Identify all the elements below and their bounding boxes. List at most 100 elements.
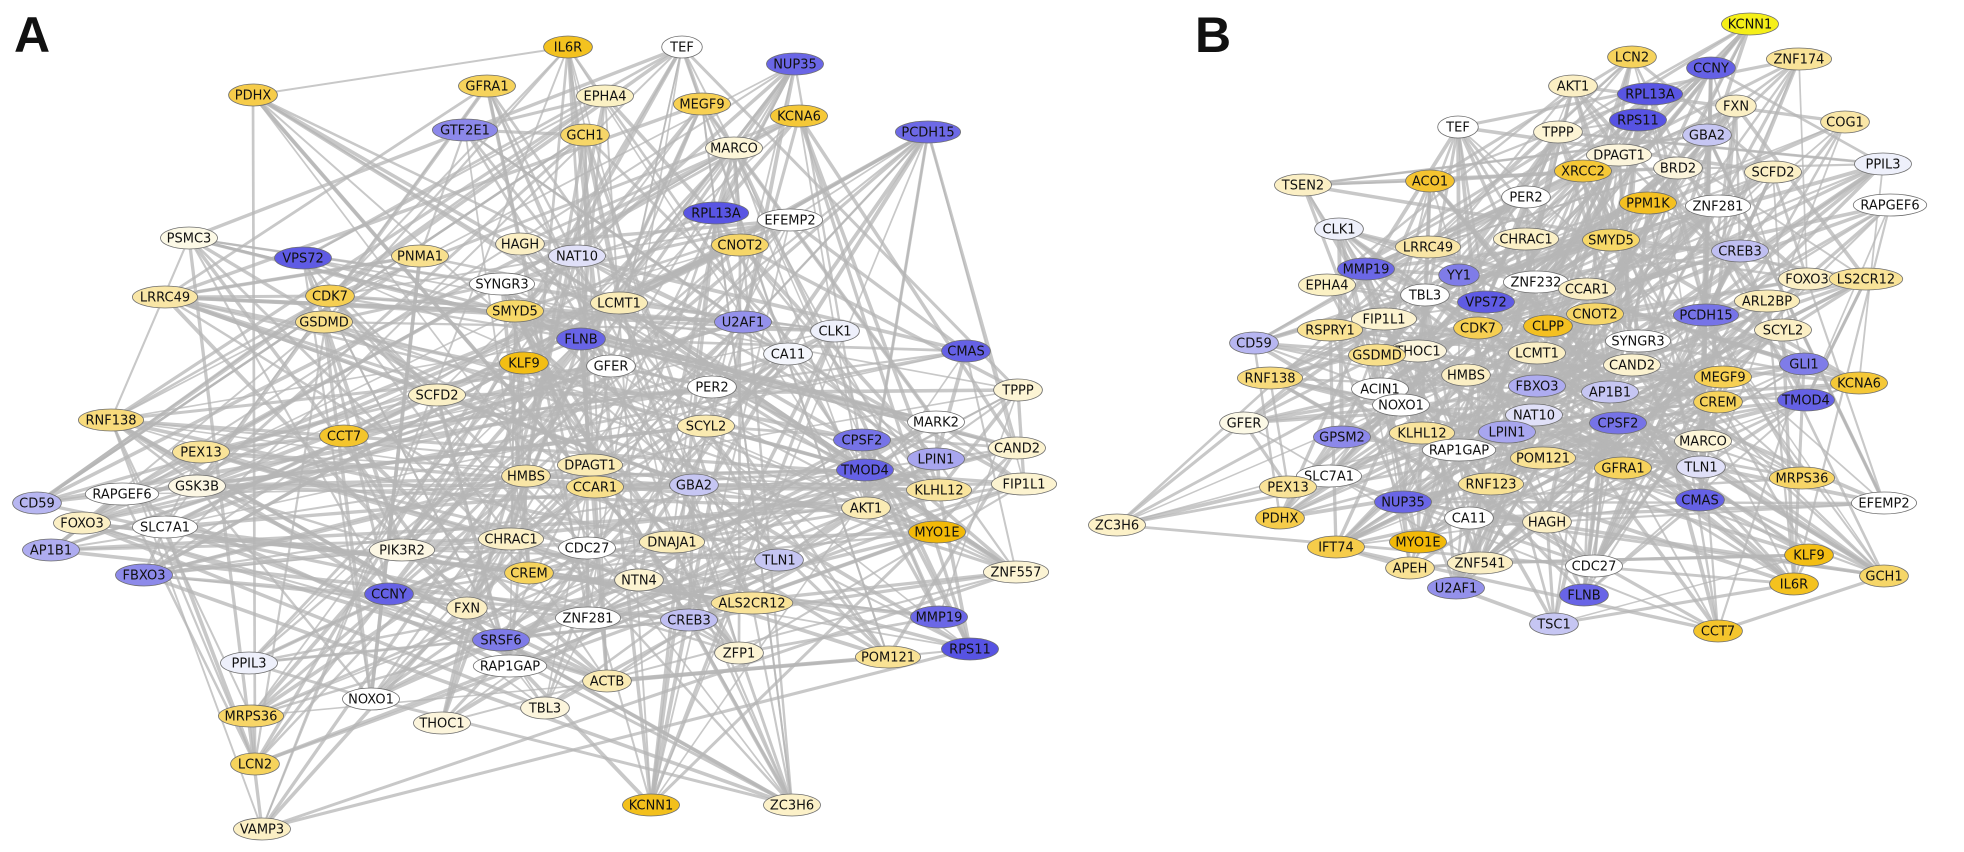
network-edge (1717, 574, 1885, 633)
network-edge (1490, 482, 1795, 586)
node-rapgef6: RAPGEF6 (1852, 193, 1928, 217)
node-mmp19: MMP19 (1337, 257, 1395, 281)
node-shape (1307, 535, 1365, 559)
network-edge (188, 236, 889, 659)
node-label: SYNGR3 (1611, 335, 1664, 350)
node-akt1: AKT1 (841, 496, 891, 520)
network-edge (81, 521, 608, 683)
node-zc3h6: ZC3H6 (1088, 513, 1146, 537)
network-edge (195, 133, 587, 488)
node-shape (558, 536, 616, 560)
network-edge (1424, 293, 1885, 578)
node-shape (477, 527, 544, 551)
node-label: PCDH15 (901, 126, 954, 141)
node-label: RNF138 (85, 414, 136, 429)
node-clk1: CLK1 (810, 319, 860, 343)
network-edge (519, 243, 753, 604)
node-label: CA11 (771, 348, 806, 363)
node-shape (1674, 429, 1732, 453)
network-edge (463, 129, 890, 658)
node-label: RAPGEF6 (92, 488, 151, 503)
node-shape (1088, 513, 1146, 537)
node-shape (391, 244, 449, 268)
network-edge (109, 418, 391, 596)
network-edge (1583, 498, 1701, 597)
node-label: CDC27 (565, 542, 610, 557)
node-cmas: CMAS (1675, 488, 1725, 512)
network-edge (164, 295, 707, 428)
node-cdc27: CDC27 (558, 536, 616, 560)
node-shape (770, 104, 828, 128)
node-foxo3: FOXO3 (1778, 267, 1836, 291)
node-rap1gap: RAP1GAP (1421, 438, 1497, 462)
node-cpsf2: CPSF2 (833, 428, 891, 452)
node-kcnn1: KCNN1 (1721, 12, 1779, 36)
node-label: VPS72 (1465, 296, 1507, 311)
node-arl2bp: ARL2BP (1734, 289, 1801, 313)
network-edge (584, 134, 608, 682)
network-edge (1326, 22, 1751, 287)
node-tsen2: TSEN2 (1274, 173, 1332, 197)
node-label: CD59 (19, 497, 55, 512)
network-edge (1557, 130, 1884, 166)
node-shape (907, 447, 965, 471)
node-nup35: NUP35 (1374, 490, 1432, 514)
node-shape (1395, 235, 1462, 259)
node-gsk3b: GSK3B (168, 474, 226, 498)
node-label: NOXO1 (348, 693, 394, 708)
node-shape (295, 310, 353, 334)
network-edge (935, 420, 1025, 486)
node-shape (683, 201, 750, 225)
node-shape (906, 478, 973, 502)
network-edge (164, 84, 488, 299)
node-akt1: AKT1 (1548, 74, 1598, 98)
network-edge (261, 570, 1017, 831)
node-shape (1438, 263, 1480, 287)
node-rap1gap: RAP1GAP (472, 654, 548, 678)
node-syngr3: SYNGR3 (468, 272, 535, 296)
network-edge (587, 570, 1017, 620)
network-edge (500, 63, 796, 641)
node-label: ZFP1 (723, 647, 756, 662)
node-shape (1565, 554, 1623, 578)
node-shape (833, 428, 891, 452)
node-label: SCYL2 (1763, 324, 1804, 339)
node-shape (669, 473, 719, 497)
node-mrps36: MRPS36 (217, 704, 284, 728)
node-shape (991, 472, 1058, 496)
node-cmas: CMAS (941, 339, 991, 363)
node-shape (1769, 466, 1836, 490)
node-gfra1: GFRA1 (1594, 456, 1652, 480)
node-label: CD59 (1236, 337, 1272, 352)
node-shape (1589, 411, 1647, 435)
node-label: COG1 (1826, 116, 1864, 131)
network-edge (778, 389, 1019, 561)
node-label: KLF9 (1793, 549, 1825, 564)
node-shape (274, 246, 332, 270)
node-label: SMYD5 (492, 305, 538, 320)
node-pdhx: PDHX (1255, 506, 1305, 530)
node-shape (1769, 572, 1819, 596)
panel-a-label: A (14, 7, 51, 63)
node-clk1: CLK1 (1314, 217, 1364, 241)
node-label: PEX13 (180, 446, 222, 461)
node-label: CMAS (947, 345, 984, 360)
node-hagh: HAGH (1522, 510, 1572, 534)
node-label: LPIN1 (1489, 426, 1526, 441)
node-efemp2: EFEMP2 (757, 208, 824, 232)
node-shape (168, 474, 226, 498)
node-label: PSMC3 (167, 232, 212, 247)
network-edge (567, 46, 867, 509)
node-shape (1441, 363, 1491, 387)
node-shape (1522, 510, 1572, 534)
network-edge (322, 321, 373, 700)
node-lrrc49: LRRC49 (1395, 235, 1462, 259)
node-ppil3: PPIL3 (1854, 152, 1912, 176)
node-shape (305, 284, 355, 308)
node-label: CCNY (1693, 62, 1729, 77)
node-gfra1: GFRA1 (458, 74, 516, 98)
network-edge (509, 558, 780, 668)
network-edge (401, 548, 608, 683)
node-il6r: IL6R (1769, 572, 1819, 596)
node-shape (1447, 551, 1514, 575)
